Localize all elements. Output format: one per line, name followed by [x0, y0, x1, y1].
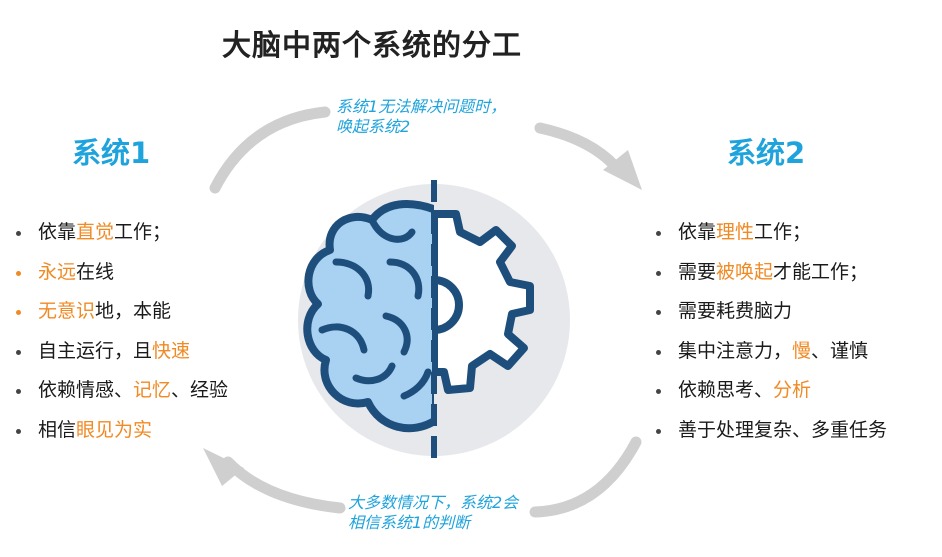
item-text: 相信 [38, 419, 76, 441]
system2-list-item: 需要耗费脑力 [648, 292, 887, 332]
system2-list-item: 需要被唤起才能工作； [648, 253, 887, 293]
bullet-icon [16, 271, 21, 276]
item-text: 自主运行，且 [38, 340, 152, 362]
bullet-icon [16, 350, 21, 355]
bullet-icon [656, 429, 661, 434]
item-text: 善于处理复杂、多重任务 [678, 419, 887, 441]
note-top-line1: 系统1无法解决问题时， [336, 97, 506, 117]
system1-list-item: 相信眼见为实 [8, 411, 228, 451]
highlighted-text: 永远 [38, 261, 76, 283]
note-bottom-line2: 相信系统1的判断 [348, 513, 518, 533]
item-text: 、谨慎 [811, 340, 868, 362]
item-text: 依赖思考、 [678, 379, 773, 401]
highlighted-text: 直觉 [76, 221, 114, 243]
system2-list-item: 善于处理复杂、多重任务 [648, 411, 887, 451]
highlighted-text: 记忆 [133, 379, 171, 401]
item-text: 需要耗费脑力 [678, 300, 792, 322]
item-text: 工作； [754, 221, 811, 243]
note-top: 系统1无法解决问题时， 唤起系统2 [336, 97, 506, 137]
bullet-icon [656, 271, 661, 276]
highlighted-text: 慢 [792, 340, 811, 362]
system1-list: 依靠直觉工作；永远在线无意识地，本能自主运行，且快速依赖情感、记忆、经验相信眼见… [8, 213, 228, 450]
highlighted-text: 快速 [152, 340, 190, 362]
item-text: 在线 [76, 261, 114, 283]
bullet-icon [16, 389, 21, 394]
item-text: 地，本能 [95, 300, 171, 322]
item-text: 集中注意力， [678, 340, 792, 362]
bullet-icon [656, 231, 661, 236]
item-text: 工作； [114, 221, 171, 243]
note-bottom: 大多数情况下，系统2会 相信系统1的判断 [348, 493, 518, 533]
item-text: 依靠 [38, 221, 76, 243]
item-text: 依赖情感、 [38, 379, 133, 401]
highlighted-text: 被唤起 [716, 261, 773, 283]
bullet-icon [16, 310, 21, 315]
system2-list-item: 集中注意力，慢、谨慎 [648, 332, 887, 372]
system1-list-item: 依靠直觉工作； [8, 213, 228, 253]
highlighted-text: 眼见为实 [76, 419, 152, 441]
system1-list-item: 依赖情感、记忆、经验 [8, 371, 228, 411]
system1-list-item: 自主运行，且快速 [8, 332, 228, 372]
bullet-icon [16, 429, 21, 434]
note-bottom-line1: 大多数情况下，系统2会 [348, 493, 518, 513]
system2-list: 依靠理性工作；需要被唤起才能工作；需要耗费脑力集中注意力，慢、谨慎依赖思考、分析… [648, 213, 887, 450]
item-text: 、经验 [171, 379, 228, 401]
highlighted-text: 理性 [716, 221, 754, 243]
highlighted-text: 分析 [773, 379, 811, 401]
bullet-icon [16, 231, 21, 236]
system1-list-item: 无意识地，本能 [8, 292, 228, 332]
highlighted-text: 无意识 [38, 300, 95, 322]
note-top-line2: 唤起系统2 [336, 117, 506, 137]
item-text: 需要 [678, 261, 716, 283]
system1-list-item: 永远在线 [8, 253, 228, 293]
system2-list-item: 依靠理性工作； [648, 213, 887, 253]
system2-list-item: 依赖思考、分析 [648, 371, 887, 411]
bullet-icon [656, 350, 661, 355]
item-text: 依靠 [678, 221, 716, 243]
brain-gear-icon [298, 180, 570, 458]
bullet-icon [656, 310, 661, 315]
bullet-icon [656, 389, 661, 394]
item-text: 才能工作； [773, 261, 868, 283]
